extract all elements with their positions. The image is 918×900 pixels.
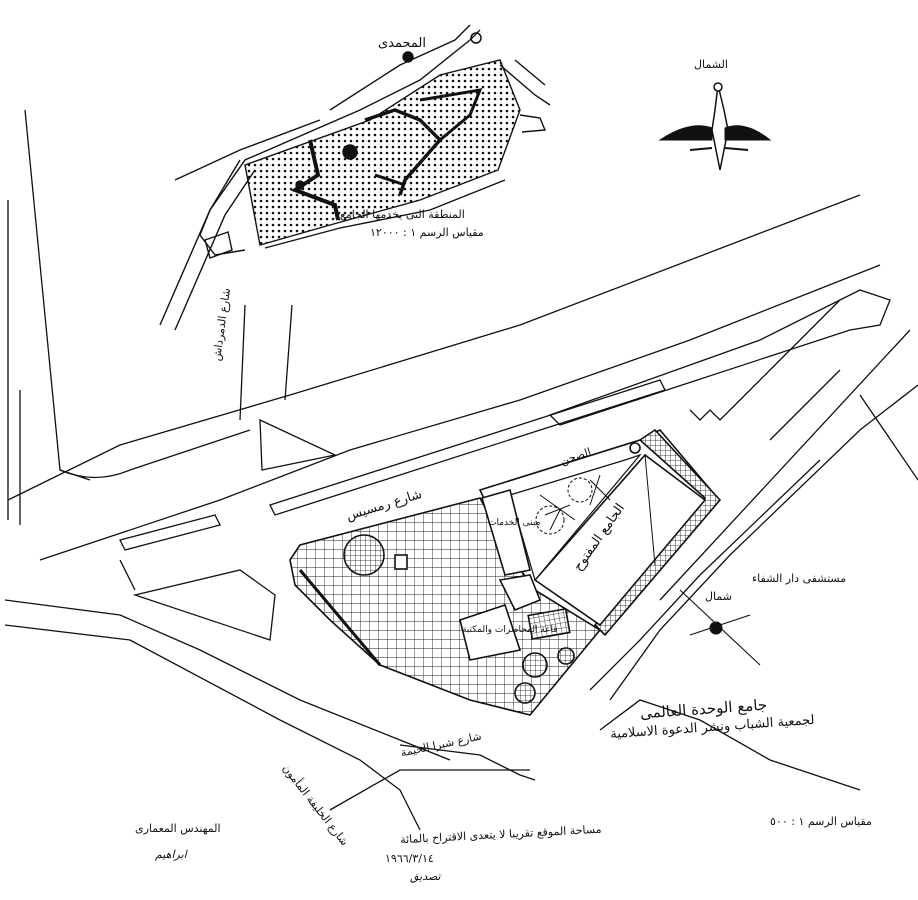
stairs [689,299,841,421]
tree-icon [557,647,575,665]
map-road [329,24,471,111]
map-mosque-marker [342,144,358,160]
mosque-site [289,428,722,716]
services-block [481,489,531,576]
traffic-island [132,569,276,641]
tree-icon [514,682,536,704]
lecture-hall [459,603,522,661]
neighbor-label: مستشفى دار الشفاء [752,572,847,585]
fountain-grid [527,607,571,641]
map-place-label: المحمدى [378,36,426,51]
courtyard-garden [509,453,642,582]
north-arrow-bird-icon [658,82,772,171]
map-street [290,139,340,221]
mosque-arcade [593,428,722,637]
architect-signature: ابراهيم [155,848,187,861]
map-road [174,119,321,181]
local-north-label: شمال [705,590,732,603]
drawing-date: ١٩٦٦/٣/١٤ [385,852,434,865]
hall-label: قاعة المحاضرات والمكتبة [462,625,558,635]
local-north-arrow-icon [679,589,761,666]
map-marker [295,180,305,190]
site-map-title: المنطقة التى يخدمها الجامع [340,208,465,221]
approval-signature: تصديق [410,870,441,883]
map-street [419,88,483,142]
map-road [264,179,506,249]
site-map-scale: مقياس الرسم ١ : ١٢٠٠٠ [370,226,484,239]
median [119,514,221,551]
map-road [519,114,547,133]
services-label: مبنى الخدمات [488,518,541,528]
traffic-island [259,418,338,471]
tree-icon [343,534,385,576]
location-map [159,24,551,331]
map-road [499,64,551,106]
map-road [204,231,233,259]
tree-icon [535,474,611,535]
map-road [199,159,246,256]
main-scale: مقياس الرسم ١ : ٥٠٠ [770,815,872,828]
open-mosque-hall [533,453,707,627]
median [548,289,891,426]
stairs [769,369,841,441]
north-label: الشمال [694,58,728,71]
tree-icon [522,652,548,678]
map-road [174,169,256,331]
map-road [514,59,546,86]
map-street [374,173,406,187]
map-street [364,108,443,196]
architect-title: المهندس المعمارى [135,822,221,835]
street-network [4,109,918,831]
